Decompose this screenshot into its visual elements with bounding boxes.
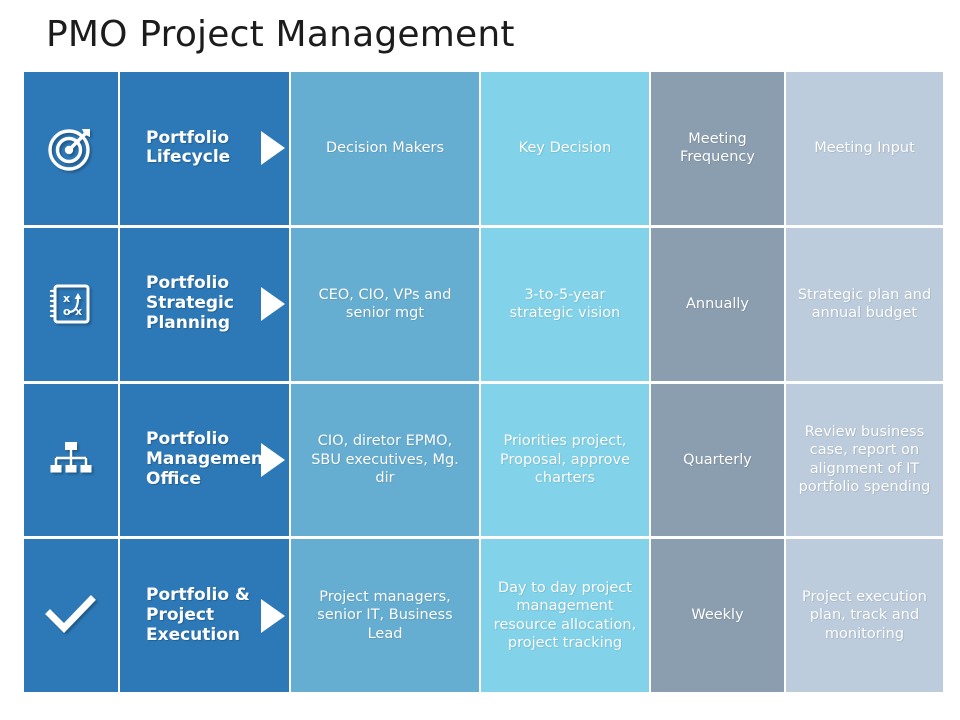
meeting-frequency-text: Weekly (691, 607, 744, 624)
arrow-right-icon (261, 598, 285, 633)
stage-label: Portfolio Lifecycle (146, 127, 231, 168)
meeting-input-text: Meeting Input (814, 140, 915, 157)
meeting-input-cell: Meeting Input (786, 72, 943, 225)
stage-cell: Portfolio Lifecycle (120, 72, 289, 225)
svg-text:o: o (63, 305, 71, 318)
stage-label: Portfolio Strategic Planning (146, 273, 234, 334)
meeting-frequency-cell: Annually (651, 227, 784, 381)
decision-makers-text: CEO, CIO, VPs and senior mgt (318, 286, 452, 322)
table-row: Portfolio Management Office CIO, diretor… (24, 383, 943, 537)
table-row: x o x Portfolio Strategic Planning CEO, … (24, 227, 943, 381)
decision-makers-text: CIO, diretor EPMO, SBU executives, Mg. d… (311, 433, 459, 487)
row-icon-cell (24, 383, 118, 537)
checkmark-icon (45, 590, 97, 642)
stage-label: Portfolio Management Office (146, 429, 272, 489)
svg-text:x: x (63, 292, 70, 305)
meeting-input-text: Strategic plan and annual budget (797, 286, 932, 322)
meeting-frequency-cell: Meeting Frequency (651, 72, 784, 225)
key-decision-text: Day to day project management resource a… (493, 579, 637, 652)
meeting-input-text: Review business case, report on alignmen… (798, 423, 931, 496)
key-decision-text: Key Decision (518, 140, 612, 157)
decision-makers-cell: Project managers, senior IT, Business Le… (291, 539, 479, 692)
table-row: Portfolio & Project Execution Project ma… (24, 539, 943, 692)
meeting-input-cell: Review business case, report on alignmen… (786, 383, 943, 537)
key-decision-cell: Priorities project, Proposal, approve ch… (481, 383, 649, 537)
key-decision-cell: Day to day project management resource a… (481, 539, 649, 692)
row-icon-cell (24, 539, 118, 692)
stage-label: Portfolio & Project Execution (146, 584, 250, 645)
meeting-frequency-text: Annually (685, 295, 749, 312)
key-decision-cell: Key Decision (481, 72, 649, 225)
key-decision-cell: 3-to-5-year strategic vision (481, 227, 649, 381)
arrow-right-icon (261, 131, 285, 166)
decision-makers-text: Decision Makers (325, 140, 445, 157)
meeting-frequency-text: Quarterly (683, 451, 752, 468)
page-title: PMO Project Management (46, 14, 515, 55)
decision-makers-text: Project managers, senior IT, Business Le… (317, 588, 453, 642)
meeting-frequency-cell: Quarterly (651, 383, 784, 537)
svg-text:x: x (75, 305, 82, 318)
decision-makers-cell: CIO, diretor EPMO, SBU executives, Mg. d… (291, 383, 479, 537)
key-decision-text: Priorities project, Proposal, approve ch… (499, 433, 631, 487)
target-icon (45, 122, 97, 174)
key-decision-text: 3-to-5-year strategic vision (509, 286, 621, 322)
table-row: Portfolio Lifecycle Decision Makers Key … (24, 72, 943, 225)
decision-makers-cell: CEO, CIO, VPs and senior mgt (291, 227, 479, 381)
meeting-frequency-cell: Weekly (651, 539, 784, 692)
meeting-input-cell: Strategic plan and annual budget (786, 227, 943, 381)
arrow-right-icon (261, 287, 285, 322)
meeting-frequency-text: Meeting Frequency (680, 130, 755, 166)
stage-cell: Portfolio Strategic Planning (120, 227, 289, 381)
pmo-matrix-table: Portfolio Lifecycle Decision Makers Key … (24, 72, 943, 692)
strategy-playbook-icon: x o x (45, 278, 97, 330)
stage-cell: Portfolio & Project Execution (120, 539, 289, 692)
org-chart-icon (45, 434, 97, 486)
decision-makers-cell: Decision Makers (291, 72, 479, 225)
row-icon-cell: x o x (24, 227, 118, 381)
meeting-input-cell: Project execution plan, track and monito… (786, 539, 943, 692)
meeting-input-text: Project execution plan, track and monito… (802, 588, 927, 642)
arrow-right-icon (261, 442, 285, 477)
stage-cell: Portfolio Management Office (120, 383, 289, 537)
row-icon-cell (24, 72, 118, 225)
